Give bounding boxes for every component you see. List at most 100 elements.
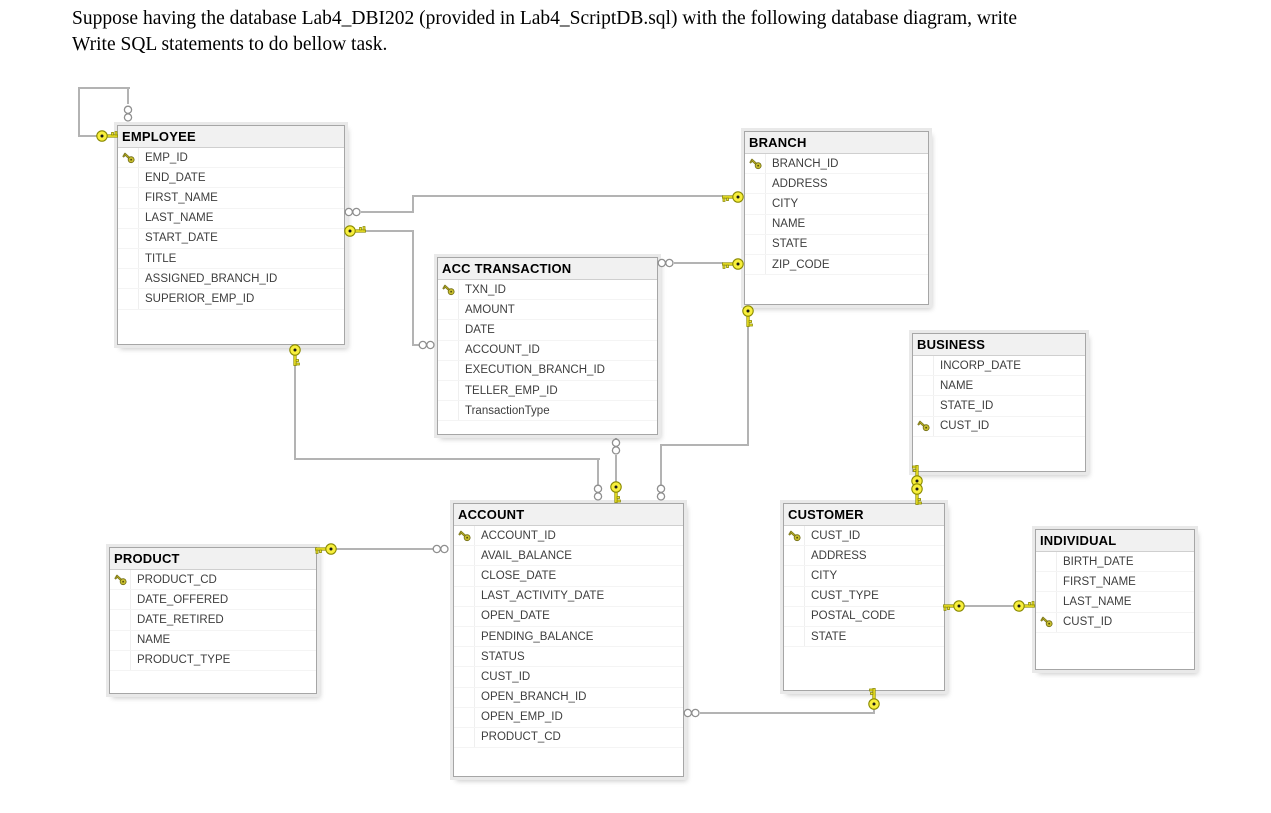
field-name: DATE_OFFERED: [137, 593, 229, 606]
table-row: DATE_OFFERED: [110, 590, 316, 611]
table-row: START_DATE: [118, 228, 344, 249]
field-list: TXN_ID AMOUNT DATE ACCOUNT_ID EXECUTION_…: [438, 280, 657, 422]
relationship-line: [747, 325, 749, 446]
pk-column-cell: [454, 546, 475, 566]
field-name: TransactionType: [465, 404, 550, 417]
pk-column-cell: [784, 606, 805, 626]
pk-column-cell: [110, 610, 131, 630]
table-row: CUST_ID: [1036, 612, 1194, 633]
relationship-line: [660, 444, 749, 446]
field-name: PRODUCT_CD: [137, 573, 217, 586]
relationship-line: [412, 195, 723, 197]
table-acc-transaction: ACC TRANSACTION TXN_ID AMOUNT DATE ACCOU…: [437, 257, 658, 435]
infinity-connector-icon: [611, 438, 621, 456]
table-row: CITY: [745, 194, 928, 215]
field-name: LAST_ACTIVITY_DATE: [481, 590, 605, 603]
table-row: ADDRESS: [784, 546, 944, 567]
relationship-line: [78, 88, 80, 137]
table-row: PRODUCT_CD: [454, 727, 683, 749]
field-name: ADDRESS: [772, 177, 828, 190]
relationship-line: [294, 364, 296, 460]
infinity-connector-icon: [683, 708, 701, 718]
pk-column-cell: [454, 727, 475, 748]
key-connector-icon: [722, 190, 744, 204]
field-list: PRODUCT_CD DATE_OFFERED DATE_RETIRED NAM…: [110, 570, 316, 671]
table-row: CUST_ID: [913, 416, 1085, 437]
task-heading-line1: Suppose having the database Lab4_DBI202 …: [72, 8, 1017, 29]
table-title: ACCOUNT: [454, 504, 683, 526]
field-name: STATE: [772, 238, 808, 251]
task-heading-line2: Write SQL statements to do bellow task.: [72, 34, 388, 55]
table-row: OPEN_BRANCH_ID: [454, 687, 683, 708]
table-row: TITLE: [118, 248, 344, 270]
table-row: AMOUNT: [438, 300, 657, 321]
table-business: BUSINESS INCORP_DATE NAME STATE_ID CUST_…: [912, 333, 1086, 472]
field-name: FIRST_NAME: [145, 191, 218, 204]
pk-column-cell: [745, 234, 766, 254]
field-name: END_DATE: [145, 171, 206, 184]
table-row: OPEN_DATE: [454, 606, 683, 627]
field-name: LAST_NAME: [145, 212, 214, 225]
field-list: BIRTH_DATE FIRST_NAME LAST_NAME CUST_ID: [1036, 552, 1194, 633]
field-name: NAME: [940, 379, 974, 392]
key-connector-icon: [315, 542, 337, 556]
table-row: LAST_NAME: [1036, 592, 1194, 613]
field-name: CLOSE_DATE: [481, 569, 557, 582]
table-row: TELLER_EMP_ID: [438, 380, 657, 402]
field-name: PRODUCT_TYPE: [137, 654, 231, 667]
infinity-connector-icon: [657, 258, 675, 268]
pk-column-cell: [454, 707, 475, 727]
table-title: BUSINESS: [913, 334, 1085, 356]
pk-column-cell: [438, 360, 459, 380]
relationship-line: [674, 262, 723, 264]
key-connector-icon: [288, 344, 302, 366]
key-connector-icon: [722, 257, 744, 271]
pk-column-cell: [784, 566, 805, 586]
table-row: DATE: [438, 320, 657, 341]
pk-column-cell: [454, 647, 475, 667]
relationship-line: [412, 196, 414, 213]
relationship-line: [127, 88, 129, 104]
pk-column-cell: [1036, 572, 1057, 592]
field-name: CUST_ID: [940, 420, 990, 433]
pk-column-cell: [454, 566, 475, 586]
table-row: CUST_ID: [784, 526, 944, 547]
pk-column-cell: [118, 208, 139, 228]
table-title: BRANCH: [745, 132, 928, 154]
key-connector-icon: [609, 481, 623, 503]
relationship-line: [660, 444, 662, 488]
field-name: STATE_ID: [940, 399, 994, 412]
key-connector-icon: [867, 688, 881, 710]
field-name: ASSIGNED_BRANCH_ID: [145, 272, 278, 285]
table-row: NAME: [745, 214, 928, 235]
table-individual: INDIVIDUAL BIRTH_DATE FIRST_NAME LAST_NA…: [1035, 529, 1195, 670]
field-name: SUPERIOR_EMP_ID: [145, 292, 255, 305]
field-list: EMP_ID END_DATE FIRST_NAME LAST_NAME STA…: [118, 148, 344, 310]
relationship-line: [78, 87, 130, 89]
primary-key-icon: [438, 280, 459, 300]
table-employee: EMPLOYEE EMP_ID END_DATE FIRST_NAME LAST…: [117, 125, 345, 345]
key-connector-icon: [1013, 599, 1035, 613]
field-name: DATE_RETIRED: [137, 613, 224, 626]
pk-column-cell: [745, 194, 766, 214]
field-name: OPEN_EMP_ID: [481, 711, 563, 724]
relationship-line: [964, 605, 1014, 607]
field-name: ZIP_CODE: [772, 258, 830, 271]
table-row: DATE_RETIRED: [110, 610, 316, 631]
field-name: PRODUCT_CD: [481, 731, 561, 744]
table-row: TXN_ID: [438, 280, 657, 301]
table-branch: BRANCH BRANCH_ID ADDRESS CITY NAME STATE…: [744, 131, 929, 305]
infinity-connector-icon: [656, 484, 666, 502]
field-name: POSTAL_CODE: [811, 610, 896, 623]
relationship-line: [336, 548, 434, 550]
pk-column-cell: [110, 590, 131, 610]
table-product: PRODUCT PRODUCT_CD DATE_OFFERED DATE_RET…: [109, 547, 317, 694]
key-connector-icon: [344, 224, 366, 238]
table-row: AVAIL_BALANCE: [454, 546, 683, 567]
relationship-line: [700, 712, 875, 714]
primary-key-icon: [110, 570, 131, 590]
table-row: EMP_ID: [118, 148, 344, 169]
table-row: PRODUCT_CD: [110, 570, 316, 591]
key-connector-icon: [910, 483, 924, 505]
